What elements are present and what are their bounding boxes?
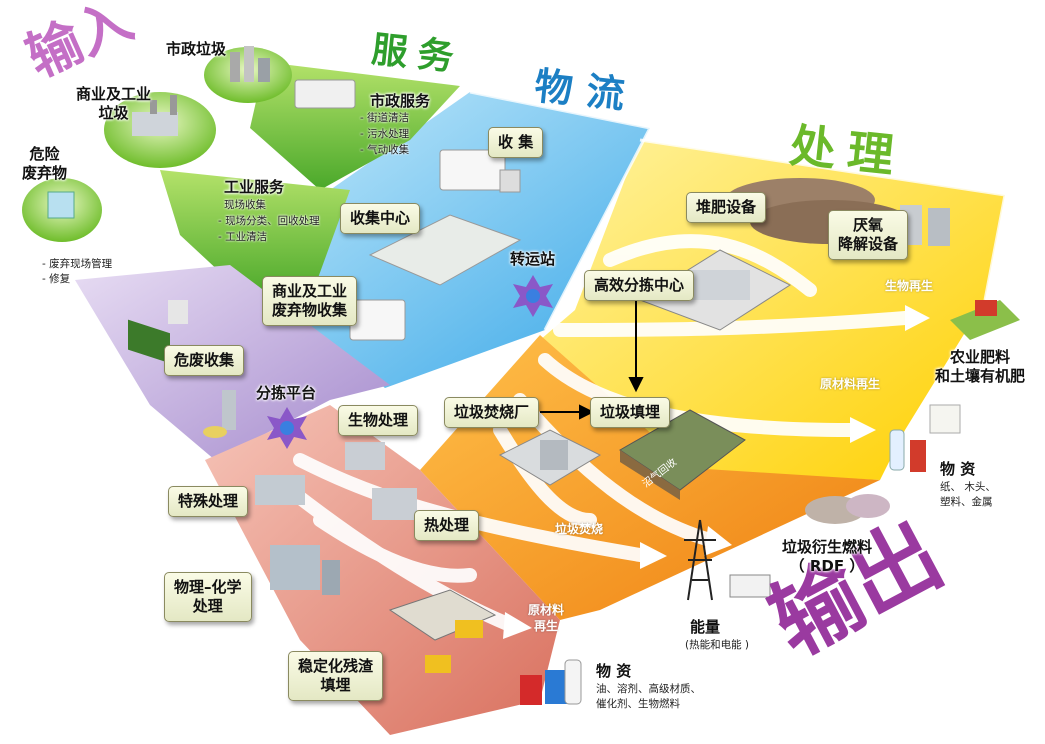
industrial-service-title: 工业服务 (224, 178, 285, 196)
commercial-industrial-waste-label: 商业及工业 垃圾 (76, 85, 152, 122)
municipal-waste-label: 市政垃圾 (166, 40, 227, 58)
header-logistics: 物流 (532, 63, 641, 119)
header-treatment: 处理 (787, 118, 909, 184)
chemical-output-title: 物 资 (596, 662, 632, 680)
hazardous-item: - 修复 (42, 273, 71, 285)
header-service: 服务 (369, 29, 466, 80)
material-regen-label: 原材料再生 (820, 377, 881, 391)
industrial-service-item: - 工业清洁 (218, 231, 268, 243)
collection-center-box[interactable]: 收集中心 (340, 203, 421, 234)
bottles-icon (889, 404, 961, 472)
municipal-service-item: - 气动收集 (360, 144, 410, 156)
transfer-station-label: 转运站 (510, 250, 556, 268)
sorting-plant-icon (638, 249, 792, 331)
chemical-drums-icon (520, 659, 582, 705)
thermal-box[interactable]: 热处理 (414, 510, 480, 541)
energy-output-detail: (热能和电能 ) (685, 639, 750, 651)
garbage-truck-icon (128, 300, 188, 364)
compost-box[interactable]: 堆肥设备 (686, 192, 767, 223)
rdf-output-label: 垃圾衍生燃料 （ RDF ） (782, 538, 873, 575)
sorting-center-box[interactable]: 高效分拣中心 (584, 270, 695, 301)
collection-box[interactable]: 收 集 (488, 127, 544, 158)
municipal-service-item: - 街道清洁 (360, 112, 410, 124)
special-box[interactable]: 特殊处理 (168, 486, 249, 517)
industrial-service-item: - 现场分类、回收处理 (218, 215, 320, 227)
bio-regen-label: 生物再生 (885, 279, 934, 293)
silo-icon (203, 390, 236, 438)
municipal-service-item: - 污水处理 (360, 128, 410, 140)
rdf-pile-icon (805, 494, 890, 524)
hazardous-waste-label: 危险 废弃物 (22, 145, 68, 182)
stabilization-box[interactable]: 稳定化残渣 填埋 (288, 651, 384, 701)
tractor-icon (950, 300, 1020, 340)
sorting-platform-label: 分拣平台 (256, 384, 317, 402)
sorting-star-icon (267, 275, 553, 449)
logistics-truck-icon (294, 79, 521, 341)
incineration-band-label: 垃圾焚烧 (555, 522, 604, 536)
municipal-service-title: 市政服务 (370, 92, 431, 110)
collection-center-icon (368, 214, 522, 286)
radiator-icon (729, 574, 771, 598)
physchem-box[interactable]: 物理–化学 处理 (164, 572, 252, 622)
landfill-box[interactable]: 垃圾填埋 (590, 397, 671, 428)
power-tower-icon (684, 519, 716, 601)
special-plant-icon (255, 475, 305, 505)
materials-output-detail: 纸、 木头、 塑料、金属 (940, 481, 996, 508)
service-band-lower (160, 170, 350, 300)
industrial-service-item: 现场收集 (224, 199, 266, 211)
materials-output-title: 物 资 (940, 460, 976, 478)
hazardous-item: - 废弃现场管理 (42, 258, 113, 270)
material-regen-label-2: 原材料 再生 (528, 603, 565, 633)
incinerator-icon (498, 429, 602, 486)
chemical-output-detail: 油、溶剂、高级材质、 催化剂、生物燃料 (596, 683, 701, 710)
biological-plant-icon (345, 442, 417, 520)
commercial-collection-box[interactable]: 商业及工业 废弃物收集 (262, 276, 358, 326)
physchem-plant-icon (270, 545, 340, 595)
hazardous-collection-box[interactable]: 危废收集 (164, 345, 245, 376)
incineration-plant-box[interactable]: 垃圾焚烧厂 (444, 397, 540, 428)
excavator-icon (388, 589, 497, 673)
biological-box[interactable]: 生物处理 (338, 405, 419, 436)
fertilizer-output-label: 农业肥料 和土壤有机肥 (935, 348, 1026, 385)
anaerobic-box[interactable]: 厌氧 降解设备 (828, 210, 909, 260)
energy-output-title: 能量 (690, 618, 721, 636)
